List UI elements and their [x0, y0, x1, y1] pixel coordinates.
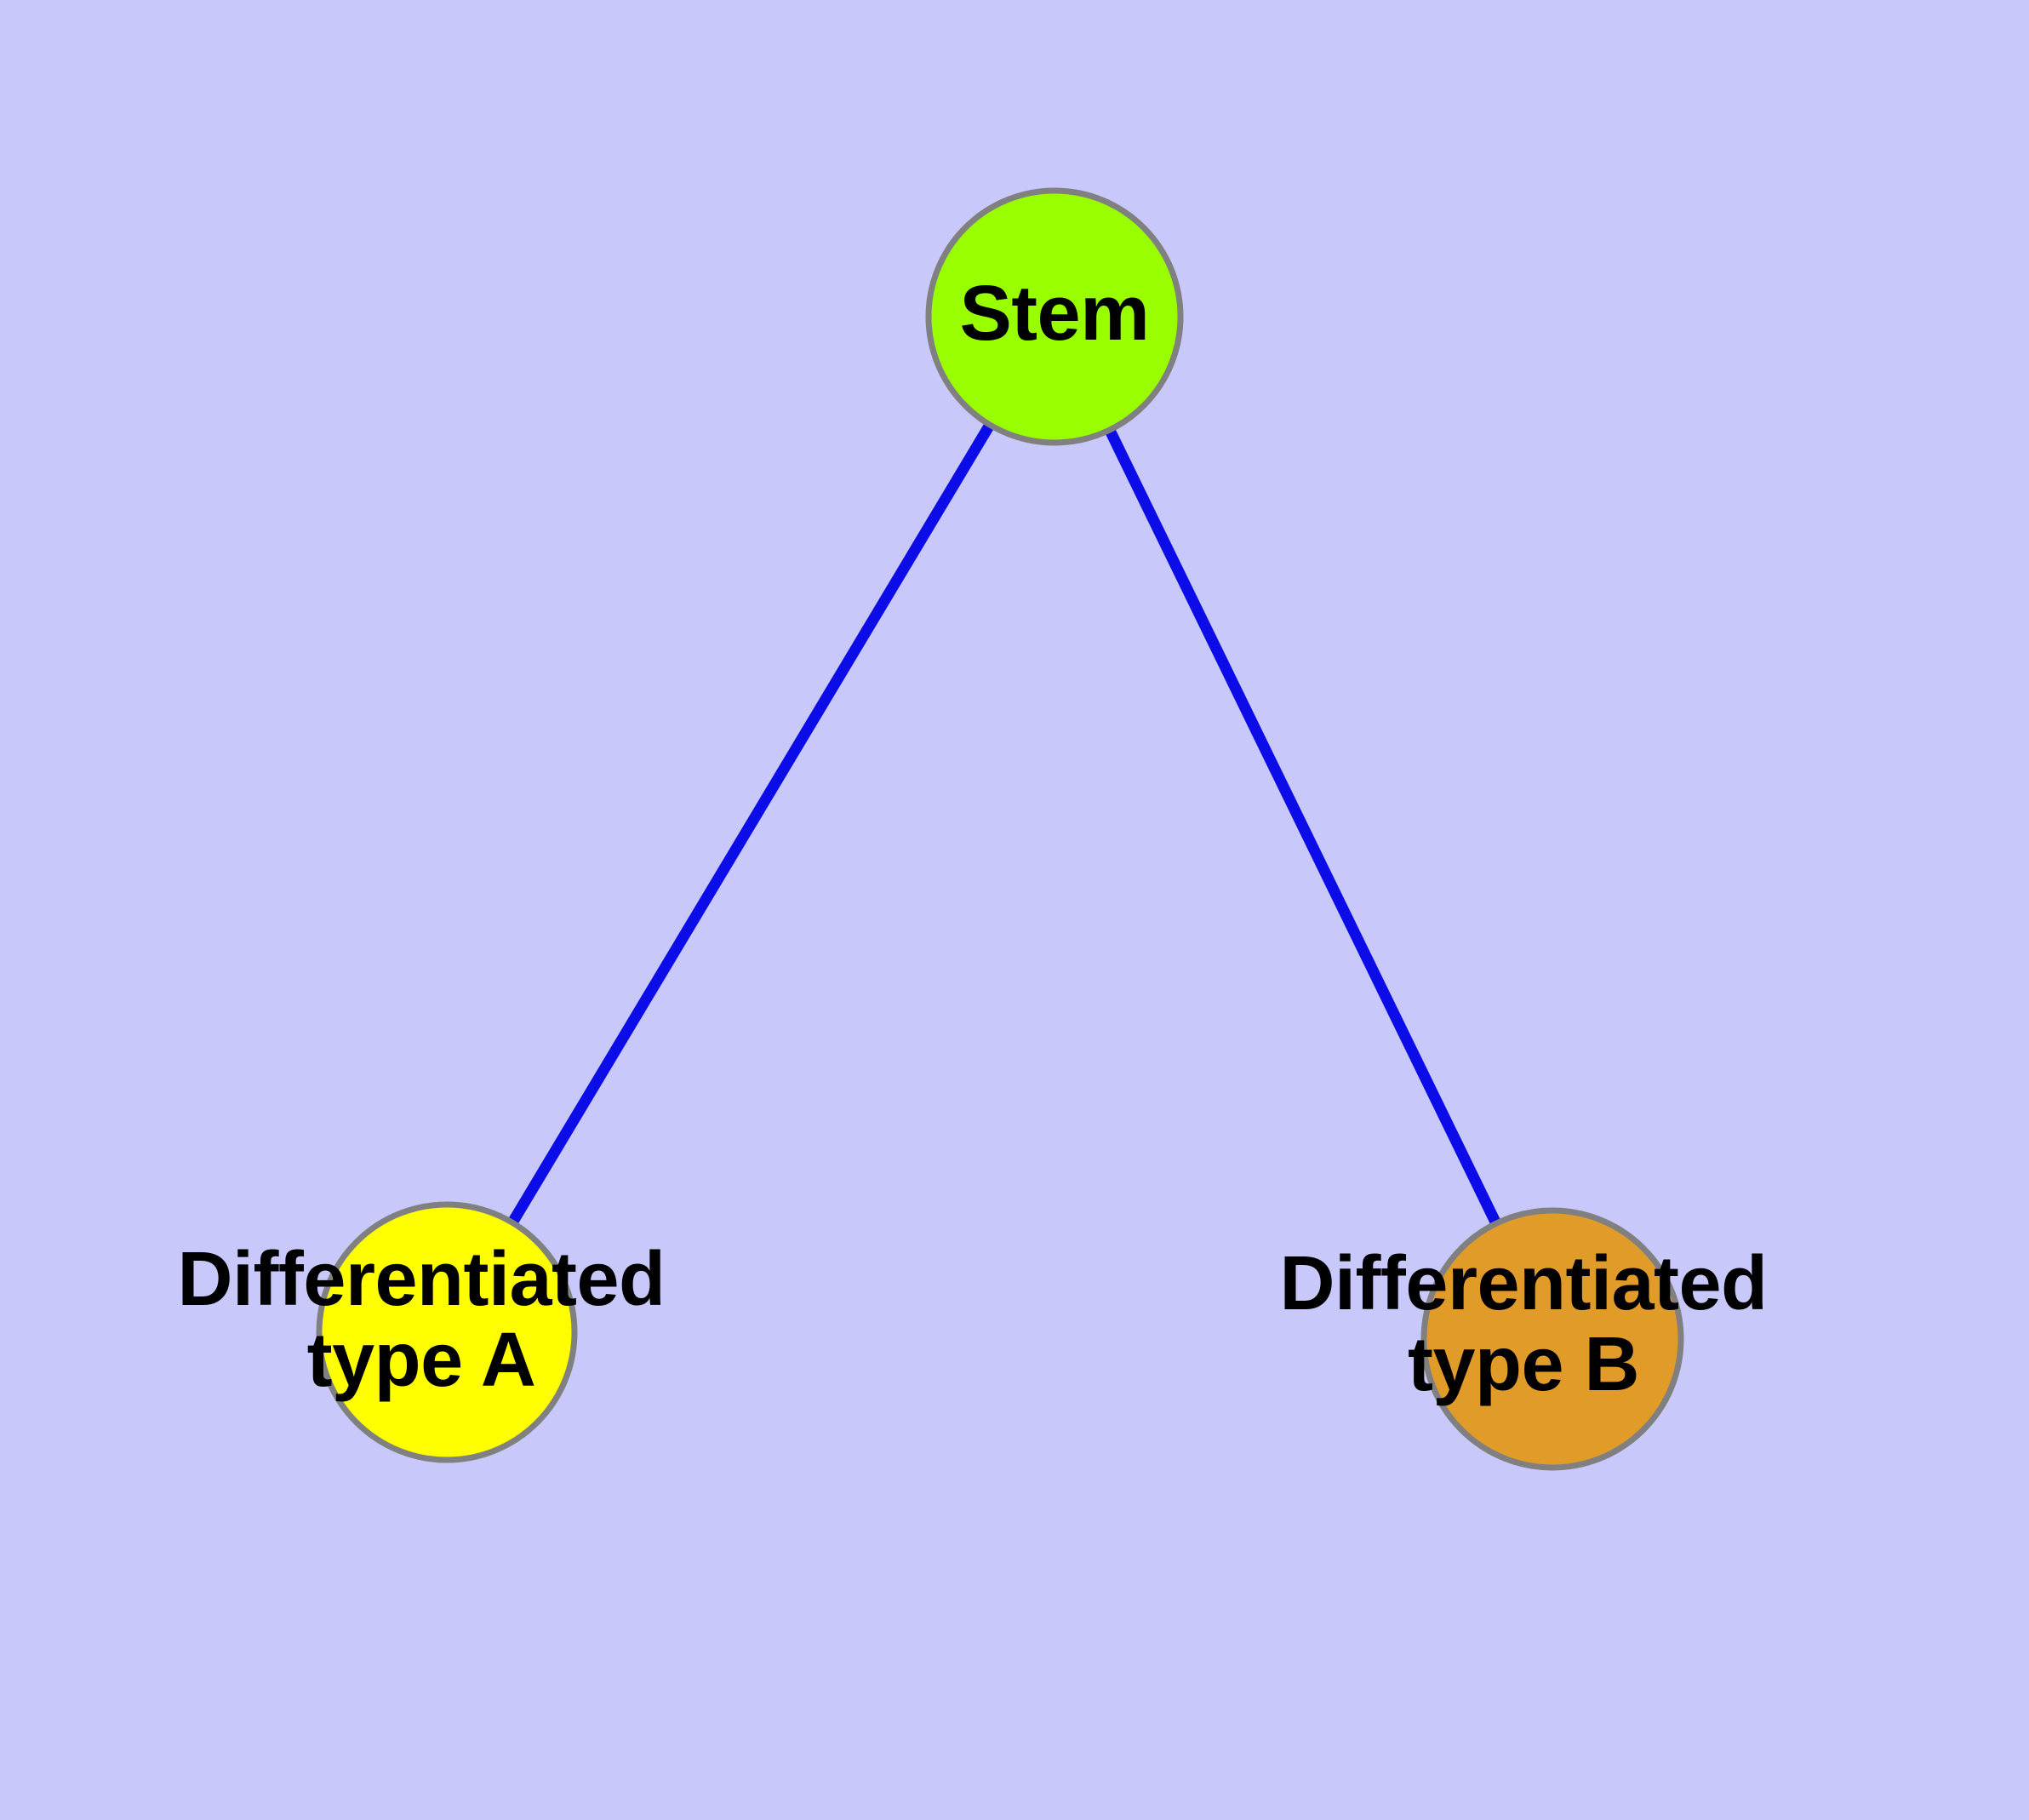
edge-layer: [506, 419, 1503, 1229]
edge-stem-to-differentiated-b[interactable]: [1103, 424, 1503, 1229]
node-layer: [316, 187, 1684, 1471]
node-differentiated-type-a[interactable]: [316, 1201, 578, 1463]
node-differentiated-type-b[interactable]: [1420, 1207, 1684, 1471]
node-stem[interactable]: [925, 187, 1184, 446]
edge-stem-to-differentiated-a[interactable]: [506, 419, 997, 1229]
